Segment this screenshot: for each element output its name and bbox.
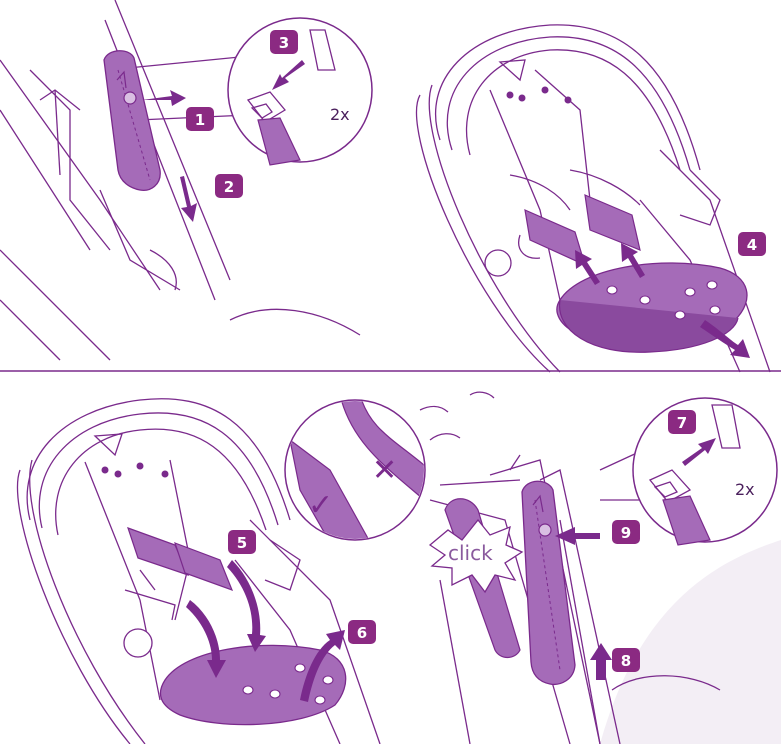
svg-text:8: 8 [621,652,631,670]
arrow-curve-4 [700,320,750,358]
arrow-curve-6 [300,630,345,702]
badge-step-5: 5 [228,530,256,554]
strap-left-5 [127,527,190,577]
strap-right-4 [584,194,641,251]
svg-text:7: 7 [677,414,687,432]
svg-text:2: 2 [224,178,234,196]
cross-mark: ✕ [372,453,397,488]
badge-step-3: 3 [270,30,298,54]
badge-step-1: 1 [186,107,214,131]
arrow-step-1 [142,90,186,106]
harness-pad-9 [521,480,576,686]
arrow-step-2 [180,176,197,222]
arrow-curve-left-5 [186,600,226,678]
svg-text:4: 4 [747,236,757,254]
click-label: click [448,541,493,565]
click-burst [428,518,524,594]
svg-text:6: 6 [357,624,367,642]
svg-text:9: 9 [621,524,631,542]
harness-pad-1 [103,50,161,191]
arrow-step-7 [682,438,716,466]
arrow-step-8 [590,643,612,680]
detail-circle-bottom [632,397,778,543]
badge-step-9: 9 [612,520,640,544]
badge-step-7: 7 [668,410,696,434]
watermark-shape [600,540,781,744]
check-mark: ✓ [308,488,333,523]
svg-text:1: 1 [195,111,205,129]
repeat-label-top: 2x [330,105,350,124]
arrow-step-3 [272,60,305,90]
detail-circle-top [227,17,373,163]
buckle-button-9 [538,523,552,537]
arrow-up-left-4 [575,250,600,285]
panel-step-4 [415,24,771,373]
panel-step-5-6 [16,398,381,744]
badge-step-6: 6 [348,620,376,644]
badge-step-8: 8 [612,648,640,672]
svg-text:5: 5 [237,534,247,552]
buckle-button-1 [123,91,137,105]
badge-step-4: 4 [738,232,766,256]
strap-right-5 [174,541,234,592]
badge-step-2: 2 [215,174,243,198]
arrow-curve-right-5 [227,560,266,652]
repeat-label-bottom: 2x [735,480,755,499]
svg-text:3: 3 [279,34,289,52]
arrow-up-right-4 [621,243,645,278]
arrow-step-9 [555,527,600,545]
